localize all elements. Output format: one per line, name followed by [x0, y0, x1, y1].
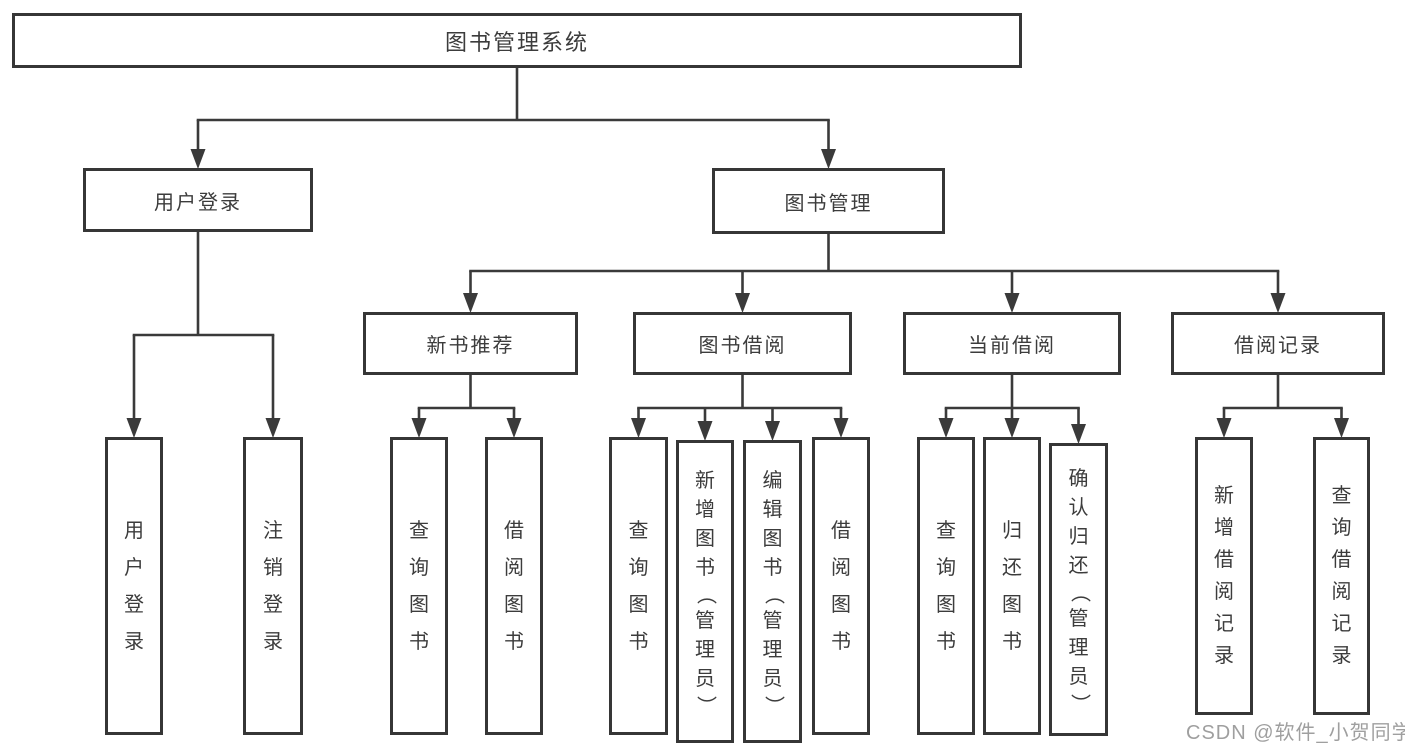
node-v-user-login: 用户登录 [105, 437, 163, 735]
node-label: 用户登录 [154, 191, 242, 214]
node-v-return-book: 归还图书 [983, 437, 1041, 735]
node-v-logout: 注销登录 [243, 437, 303, 735]
node-label: 当前借阅 [968, 335, 1056, 357]
node-label: 归还图书 [1002, 519, 1022, 653]
node-label: 图书管理系统 [444, 29, 589, 55]
node-v-borrow-book-1: 借阅图书 [485, 437, 543, 735]
node-label: 查询图书 [628, 519, 649, 653]
watermark: CSDN @软件_小贺同学 [1186, 722, 1405, 744]
node-label: 编辑图书（管理员） [762, 469, 784, 716]
node-label: 注销登录 [263, 519, 283, 653]
node-v-query-book-2: 查询图书 [609, 437, 668, 735]
node-book-borrow: 图书借阅 [633, 312, 852, 375]
node-label: 查询图书 [936, 519, 956, 653]
node-user-login: 用户登录 [83, 168, 313, 232]
node-label: 确认归还（管理员） [1068, 467, 1090, 714]
node-v-query-record: 查询借阅记录 [1313, 437, 1370, 715]
node-v-edit-book: 编辑图书（管理员） [743, 440, 802, 743]
node-v-query-book-1: 查询图书 [390, 437, 448, 735]
node-v-confirm-return: 确认归还（管理员） [1049, 443, 1108, 736]
node-label: 新增借阅记录 [1214, 485, 1234, 667]
node-label: 查询图书 [409, 519, 429, 653]
node-label: 新书推荐 [426, 335, 515, 357]
node-label: 查询借阅记录 [1331, 485, 1352, 667]
node-v-borrow-book-2: 借阅图书 [812, 437, 870, 735]
node-label: 图书管理 [784, 192, 873, 215]
node-borrow-records: 借阅记录 [1171, 312, 1385, 375]
node-book-mgmt: 图书管理 [712, 168, 945, 234]
node-v-add-record: 新增借阅记录 [1195, 437, 1253, 715]
node-label: 借阅图书 [831, 519, 851, 653]
node-root: 图书管理系统 [12, 13, 1022, 68]
node-label: 图书借阅 [698, 335, 787, 357]
node-new-book-rec: 新书推荐 [363, 312, 578, 375]
node-label: 用户登录 [124, 519, 144, 653]
node-v-add-book: 新增图书（管理员） [676, 440, 734, 743]
node-current-borrow: 当前借阅 [903, 312, 1121, 375]
node-label: 新增图书（管理员） [694, 469, 717, 716]
node-v-query-book-3: 查询图书 [917, 437, 975, 735]
node-label: 借阅图书 [504, 519, 524, 653]
node-label: 借阅记录 [1234, 335, 1322, 357]
